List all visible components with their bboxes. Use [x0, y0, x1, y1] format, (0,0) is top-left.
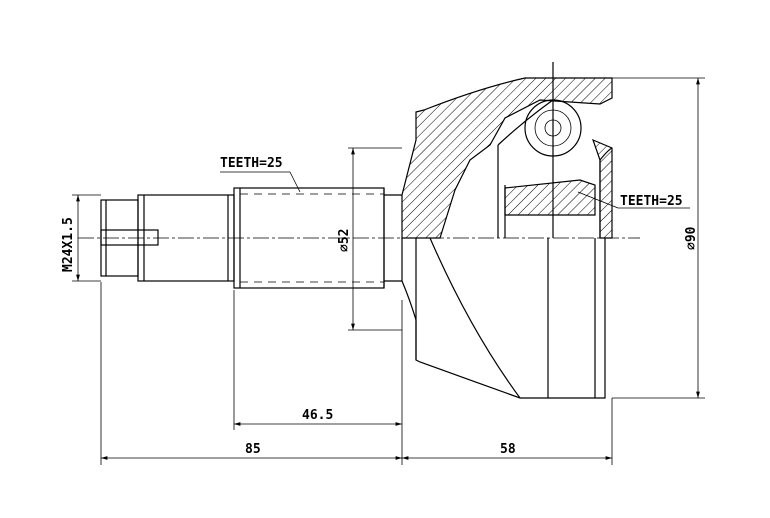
- shaft-diameter-label: ⌀52: [337, 229, 352, 252]
- housing-lower: [401, 237, 606, 399]
- dim-thread: M24X1.5: [61, 194, 101, 282]
- dim-overall: 85 58: [100, 282, 613, 465]
- splined-shaft: [233, 187, 402, 289]
- body-diameter-label: ⌀90: [684, 226, 699, 250]
- spline-callout-outer: TEETH=25: [220, 156, 301, 193]
- dim-shaft-diameter: ⌀52: [337, 147, 402, 331]
- outer-spline-label: TEETH=25: [220, 156, 283, 171]
- inner-spline-label: TEETH=25: [620, 194, 683, 209]
- dim-shaft-length: 46.5: [233, 290, 403, 430]
- shaft-length-label: 46.5: [302, 408, 333, 423]
- dim-body-diameter: ⌀90: [612, 77, 705, 399]
- thread-label: M24X1.5: [61, 217, 76, 272]
- left-length-label: 85: [245, 442, 261, 457]
- housing-section: [401, 62, 613, 239]
- spline-callout-inner: TEETH=25: [577, 191, 690, 209]
- body-length-label: 58: [500, 442, 516, 457]
